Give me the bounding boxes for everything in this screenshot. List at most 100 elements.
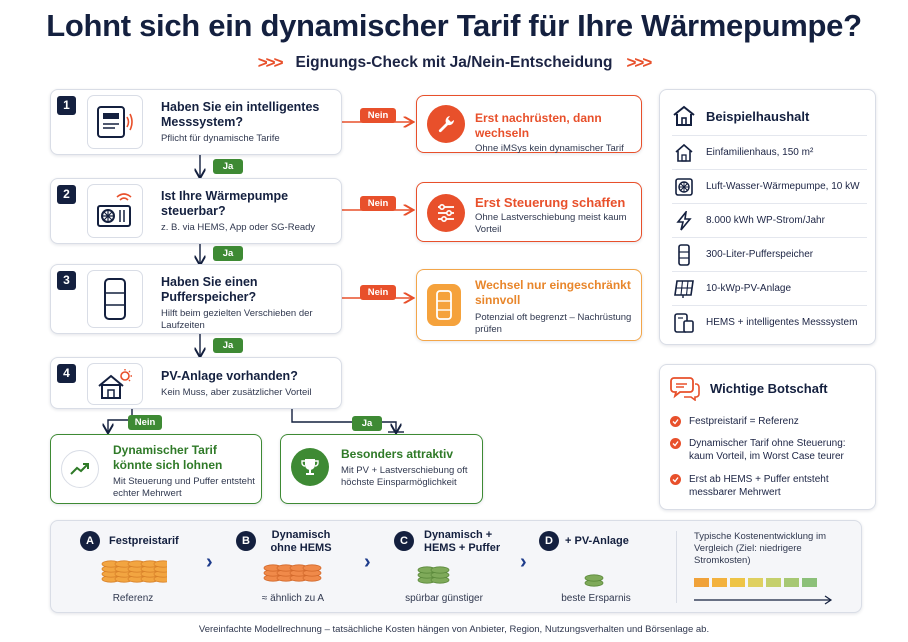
chevron-right-icon: › [520, 551, 527, 573]
question-card-3: 3 Haben Sie einen Pufferspeicher? Hilft … [50, 264, 342, 334]
question-subtitle: Kein Muss, aber zusätzlicher Vorteil [161, 387, 312, 398]
question-subtitle: z. B. via HEMS, App oder SG-Ready [161, 222, 316, 233]
trend-segment [748, 578, 763, 587]
trend-segment [712, 578, 727, 587]
result-subtitle: Ohne iMSys kein dynamischer Tarif [475, 143, 624, 154]
message-title: Wichtige Botschaft [710, 380, 828, 396]
lightning-icon [672, 209, 696, 233]
house-icon [672, 141, 696, 165]
trend-segment [766, 578, 781, 587]
household-item: 8.000 kWh WP-Strom/Jahr [672, 203, 867, 237]
no-label: Nein [360, 108, 396, 123]
result-card-limited: Wechsel nur eingeschränkt sinnvoll Poten… [416, 269, 642, 341]
scenario-title: Dynamisch ohne HEMS [270, 529, 332, 554]
question-card-2: 2 Ist Ihre Wärmepumpe steuerbar? z. B. v… [50, 178, 342, 244]
result-title: Wechsel nur eingeschränkt sinnvoll [475, 278, 631, 307]
result-title: Erst nachrüsten, dann wechseln [475, 111, 602, 140]
scenario-title: Festpreistarif [109, 535, 179, 547]
scenario-caption: Referenz [112, 593, 154, 604]
step-number: 4 [57, 364, 76, 383]
scenario-title: + PV-Anlage [565, 535, 629, 547]
chat-icon [670, 377, 700, 401]
household-title: Beispielhaushalt [706, 108, 810, 124]
yes-branch-label: Ja [352, 416, 382, 431]
trend-segment [784, 578, 799, 587]
result-subtitle: Ohne Lastverschiebung meist kaum Vorteil [475, 212, 627, 235]
outcome-title: Dynamischer Tarif könnte sich lohnen [113, 443, 223, 472]
fan-icon [672, 175, 696, 199]
wrench-icon [427, 105, 465, 143]
outcome-card-attractive: Besonders attraktiv Mit PV + Lastverschi… [280, 434, 483, 504]
coin-stack-icon [584, 573, 606, 592]
coin-stack-icon [101, 559, 173, 592]
chevron-right-icon: >>> [626, 53, 652, 72]
house-icon [673, 105, 695, 126]
question-card-4: 4 PV-Anlage vorhanden? Kein Muss, aber z… [50, 357, 342, 409]
result-card-control: Erst Steuerung schaffen Ohne Lastverschi… [416, 182, 642, 242]
chevron-right-icon: › [206, 551, 213, 573]
household-item: HEMS + intelligentes Messsystem [672, 305, 867, 339]
sliders-icon [427, 194, 465, 232]
outcome-subtitle: Mit PV + Lastverschiebung oft höchste Ei… [341, 465, 468, 488]
outcome-subtitle: Mit Steuerung und Puffer entsteht echter… [113, 476, 255, 499]
step-number: 1 [57, 96, 76, 115]
arrow-right-icon [694, 595, 833, 605]
trend-segment [802, 578, 817, 587]
household-item: Einfamilienhaus, 150 m² [672, 135, 867, 169]
trend-scale [694, 578, 817, 587]
message-item: Dynamischer Tarif ohne Steuerung: kaum V… [670, 437, 870, 463]
scenario-letter: B [236, 531, 256, 551]
message-card: Wichtige Botschaft Festpreistarif = Refe… [659, 364, 876, 510]
no-label: Nein [360, 285, 396, 300]
yes-label: Ja [213, 246, 243, 261]
message-item: Erst ab HEMS + Puffer entsteht messbarer… [670, 473, 870, 499]
outcome-card-worthwhile: Dynamischer Tarif könnte sich lohnen Mit… [50, 434, 262, 504]
question-card-1: 1 Haben Sie ein intelligentes Messsystem… [50, 89, 342, 155]
message-item: Festpreistarif = Referenz [670, 415, 870, 428]
cylinder-icon [672, 243, 696, 267]
trend-up-icon [61, 450, 99, 488]
tank-icon [427, 284, 461, 326]
chevron-right-icon: › [364, 551, 371, 573]
scenario-caption: spürbar günstiger [405, 593, 483, 604]
result-subtitle: Potenzial oft begrenzt – Nachrüstung prü… [475, 312, 632, 335]
question-title: PV-Anlage vorhanden? [161, 369, 298, 383]
scenario-letter: A [80, 531, 100, 551]
household-card: Beispielhaushalt Einfamilienhaus, 150 m²… [659, 89, 876, 345]
footer-note: Vereinfachte Modellrechnung – tatsächlic… [198, 624, 710, 635]
subtitle-row: >>> Eignungs-Check mit Ja/Nein-Entscheid… [0, 53, 908, 73]
check-icon [670, 438, 681, 449]
yes-label: Ja [213, 159, 243, 174]
solar-panel-icon [672, 277, 696, 301]
scenario-caption: beste Ersparnis [561, 593, 631, 604]
step-number: 2 [57, 185, 76, 204]
question-title: Haben Sie ein intelligentes Messsystem? [161, 100, 320, 129]
coin-stack-icon [263, 563, 329, 592]
household-item: 10-kWp-PV-Anlage [672, 271, 867, 305]
result-title: Erst Steuerung schaffen [475, 195, 626, 210]
devices-icon [672, 311, 696, 335]
scenario-comparison: A Festpreistarif Referenz › B Dynamisch … [50, 520, 862, 613]
scenario-title: Dynamisch + HEMS + Puffer [424, 529, 501, 554]
yes-label: Ja [213, 338, 243, 353]
divider [676, 531, 677, 603]
household-item: Luft-Wasser-Wärmepumpe, 10 kW [672, 169, 867, 203]
smart-meter-icon [87, 95, 143, 149]
chevron-right-icon: >>> [257, 53, 284, 72]
check-icon [670, 416, 681, 427]
coin-stack-icon [417, 565, 457, 592]
trend-description: Typische Kostenentwicklung im Vergleich … [694, 531, 827, 566]
trend-segment [730, 578, 745, 587]
trend-segment [694, 578, 709, 587]
no-label: Nein [360, 196, 396, 211]
heat-pump-icon [87, 184, 143, 238]
house-sun-icon [87, 363, 143, 405]
trophy-icon [291, 448, 329, 486]
scenario-letter: C [394, 531, 414, 551]
question-subtitle: Pflicht für dynamische Tarife [161, 133, 280, 144]
question-subtitle: Hilft beim gezielten Verschieben der Lau… [161, 308, 313, 331]
check-icon [670, 474, 681, 485]
buffer-tank-icon [87, 270, 143, 328]
page-title: Lohnt sich ein dynamischer Tarif für Ihr… [46, 8, 862, 43]
step-number: 3 [57, 271, 76, 290]
